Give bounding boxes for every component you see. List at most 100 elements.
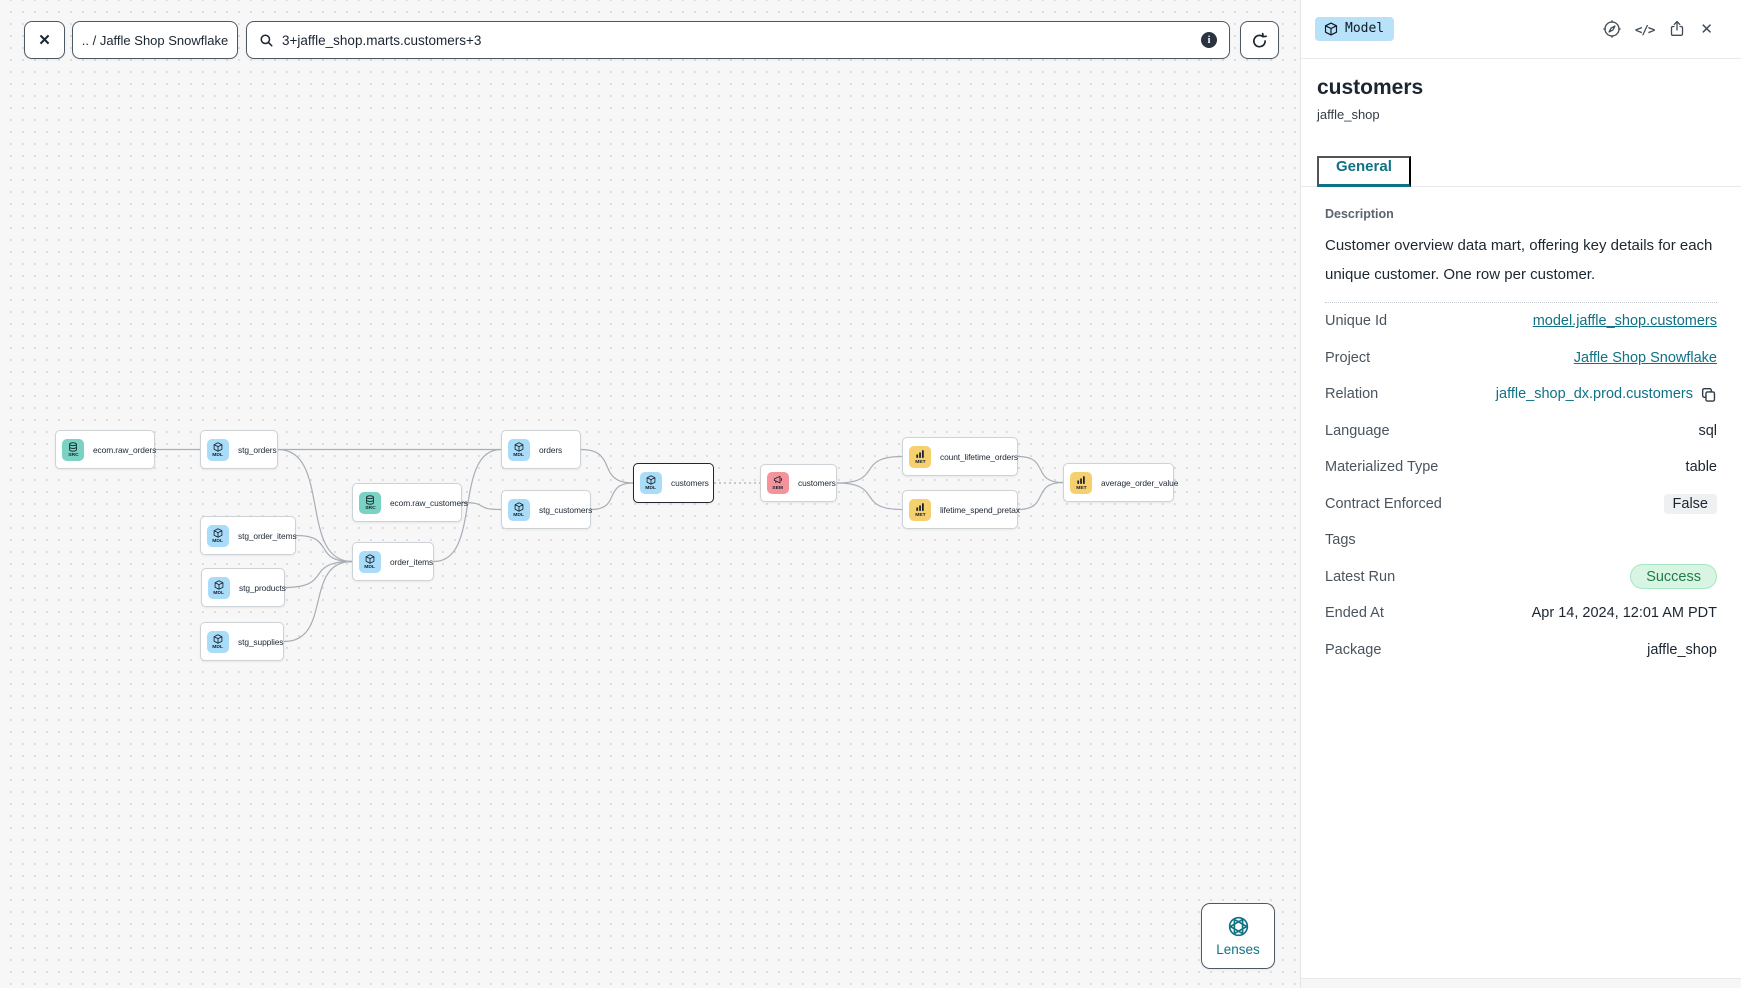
model-type-label: Model <box>1345 21 1385 36</box>
graph-node-stg_products[interactable]: MDL stg_products <box>201 568 286 607</box>
graph-node-stg_order_items[interactable]: MDL stg_order_items <box>200 516 297 555</box>
edge-customers_sem-lifetime_spend_pretax <box>836 482 903 511</box>
cube-icon: MDL <box>207 630 229 653</box>
field-label: Contract Enforced <box>1325 495 1442 512</box>
field-label: Relation <box>1325 386 1379 403</box>
explore-button[interactable] <box>1602 20 1621 38</box>
close-icon: ✕ <box>38 32 51 49</box>
field-value: False <box>1663 493 1717 514</box>
graph-node-customers[interactable]: MDL customers <box>633 463 714 503</box>
field-label: Ended At <box>1325 605 1384 622</box>
field-row-tags: Tags <box>1325 522 1717 559</box>
field-value: table <box>1685 459 1717 476</box>
field-label: Materialized Type <box>1325 459 1439 476</box>
model-subtitle: jaffle_shop <box>1317 107 1380 122</box>
lenses-label: Lenses <box>1216 941 1260 957</box>
edge-orders-customers <box>580 448 634 484</box>
graph-node-raw_orders[interactable]: SRC ecom.raw_orders <box>55 430 156 469</box>
node-label: stg_products <box>239 582 286 593</box>
close-panel-button[interactable]: ✕ <box>1700 20 1713 38</box>
node-label: orders <box>539 444 563 455</box>
graph-node-orders[interactable]: MDL orders <box>501 430 581 469</box>
graph-node-order_items[interactable]: MDL order_items <box>352 542 434 581</box>
field-label: Project <box>1325 349 1371 366</box>
edge-stg_supplies-order_items <box>283 560 353 643</box>
lenses-button[interactable]: Lenses <box>1201 903 1275 969</box>
tab-general[interactable]: General <box>1317 156 1411 187</box>
dotted-divider <box>1325 302 1717 303</box>
close-icon: ✕ <box>1700 21 1713 38</box>
status-badge: Success <box>1630 564 1717 590</box>
cube-icon: MDL <box>508 498 530 521</box>
graph-node-count_lifetime_orders[interactable]: MET count_lifetime_orders <box>902 437 1018 476</box>
cube-icon <box>1324 21 1338 36</box>
breadcrumb[interactable]: .. / Jaffle Shop Snowflake <box>72 21 238 59</box>
node-label: stg_orders <box>238 444 277 455</box>
graph-node-customers_sem[interactable]: SEM customers <box>760 464 837 502</box>
panel-footer-strip <box>1301 978 1741 988</box>
node-label: stg_order_items <box>238 530 297 541</box>
compass-icon <box>1602 20 1621 38</box>
bar-chart-icon: MET <box>909 498 931 521</box>
cube-icon: MDL <box>359 550 381 573</box>
model-title: customers <box>1317 76 1424 99</box>
view-code-button[interactable]: </> <box>1634 21 1656 37</box>
cube-icon: MDL <box>207 524 229 547</box>
copy-icon[interactable] <box>1700 386 1717 403</box>
cube-icon: MDL <box>207 438 229 461</box>
refresh-button[interactable] <box>1240 21 1279 59</box>
graph-node-stg_supplies[interactable]: MDL stg_supplies <box>200 622 284 661</box>
graph-node-raw_customers[interactable]: SRC ecom.raw_customers <box>352 483 468 522</box>
cube-icon: MDL <box>508 438 530 461</box>
node-label: customers <box>798 478 836 488</box>
megaphone-icon: SEM <box>767 472 789 494</box>
code-icon: </> <box>1634 21 1656 37</box>
node-label: stg_supplies <box>238 636 284 647</box>
node-label: average_order_value <box>1101 477 1179 488</box>
info-icon[interactable]: i <box>1201 32 1217 48</box>
node-label: ecom.raw_orders <box>93 444 157 455</box>
graph-node-stg_orders[interactable]: MDL stg_orders <box>200 430 278 469</box>
database-icon: SRC <box>62 438 84 461</box>
lenses-aperture-icon <box>1228 916 1248 936</box>
panel-header-actions: </> ✕ <box>1602 20 1713 38</box>
field-label: Tags <box>1325 532 1356 549</box>
details-panel: Model </> <box>1300 0 1741 988</box>
cube-icon: MDL <box>640 472 662 494</box>
search-bar: i <box>246 21 1230 59</box>
panel-header: Model </> <box>1301 0 1741 59</box>
field-value[interactable]: model.jaffle_shop.customers <box>1532 313 1717 330</box>
cube-icon: MDL <box>208 576 230 599</box>
field-row-relation: Relation jaffle_shop_dx.prod.customers <box>1325 376 1717 413</box>
field-row-project: Project Jaffle Shop Snowflake <box>1325 340 1717 377</box>
node-label: count_lifetime_orders <box>940 451 1018 462</box>
share-button[interactable] <box>1668 20 1686 38</box>
close-lineage-button[interactable]: ✕ <box>24 21 65 59</box>
node-label: customers <box>671 478 709 488</box>
field-value[interactable]: jaffle_shop_dx.prod.customers <box>1495 386 1693 403</box>
node-label: ecom.raw_customers <box>390 497 468 508</box>
edge-stg_order_items-order_items <box>295 534 353 563</box>
panel-tabs: General <box>1301 156 1741 187</box>
description-label: Description <box>1325 207 1394 221</box>
field-row-materialized-type: Materialized Type table <box>1325 449 1717 486</box>
field-value[interactable]: Jaffle Shop Snowflake <box>1573 349 1717 366</box>
panel-content: Description Customer overview data mart,… <box>1317 207 1725 668</box>
field-label: Package <box>1325 641 1382 658</box>
edge-count_lifetime_orders-average_order_value <box>1017 455 1064 484</box>
description-text: Customer overview data mart, offering ke… <box>1325 237 1713 283</box>
bar-chart-icon: MET <box>909 445 931 468</box>
field-row-contract-enforced: Contract Enforced False <box>1325 486 1717 523</box>
search-input[interactable] <box>282 32 1193 48</box>
database-icon: SRC <box>359 491 381 514</box>
node-label: order_items <box>390 556 434 567</box>
